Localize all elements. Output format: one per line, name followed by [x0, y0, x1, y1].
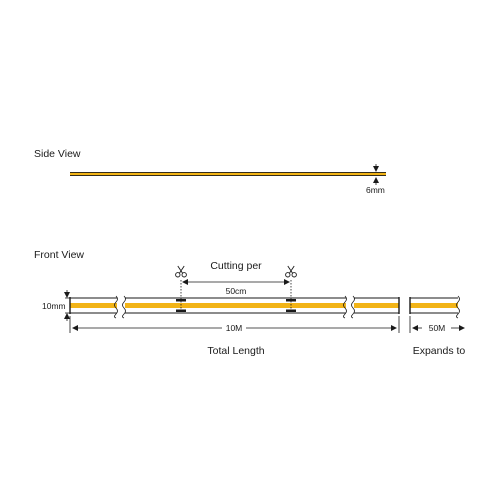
- side-thickness-label: 6mm: [366, 185, 385, 195]
- cut-guide-lines: [180, 280, 292, 312]
- expands-caption: Expands to: [413, 345, 466, 357]
- extension-label: 50M: [429, 323, 446, 333]
- scissors-icon: [285, 265, 297, 278]
- length-dimension: [69, 316, 400, 333]
- break-mark-icon: [343, 295, 355, 319]
- width-dimension: [64, 290, 71, 321]
- total-length-caption: Total Length: [207, 345, 264, 357]
- front-view-title: Front View: [34, 249, 84, 261]
- side-view: Side View 6mm: [34, 148, 386, 195]
- front-view: Front View: [34, 249, 465, 357]
- cut-interval-label: 50cm: [226, 286, 247, 296]
- break-mark-icon: [456, 295, 460, 319]
- length-label: 10M: [226, 323, 243, 333]
- side-view-title: Side View: [34, 148, 81, 160]
- extension-dimension: [409, 316, 465, 333]
- front-strip-main: [69, 297, 400, 314]
- break-mark-icon: [114, 295, 126, 319]
- scissors-icon: [175, 265, 187, 278]
- width-label: 10mm: [42, 301, 66, 311]
- front-strip-extension: [409, 297, 458, 314]
- cutting-label: Cutting per: [210, 260, 262, 272]
